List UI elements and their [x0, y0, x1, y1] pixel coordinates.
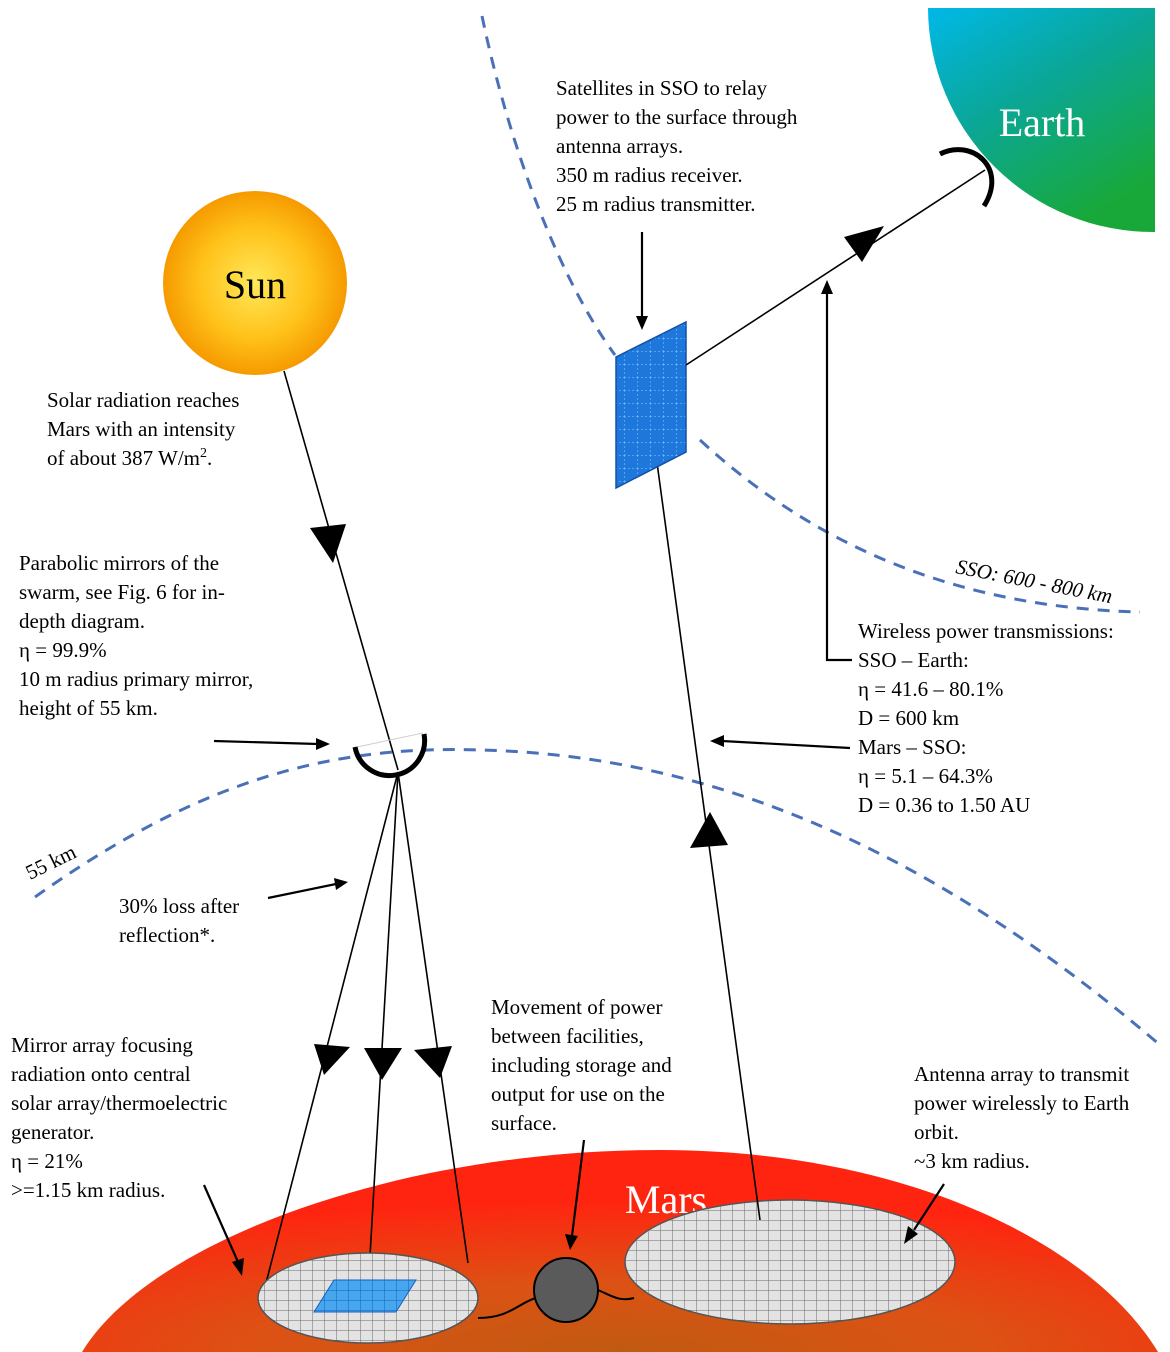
antenna-array-pointer: [913, 1183, 945, 1231]
parabolic-mirrors-annotation: Parabolic mirrors of the swarm, see Fig.…: [19, 551, 258, 720]
loss-pointer: [267, 882, 337, 900]
mirror-array-pointer: [202, 1184, 240, 1263]
loss-annotation: 30% loss after reflection*.: [119, 894, 244, 947]
earth: Earth: [928, 8, 1155, 233]
movement-pointer: [570, 1139, 586, 1237]
altitude-label: 55 km: [22, 840, 80, 885]
mars: Mars: [82, 1150, 1158, 1352]
sun-label: Sun: [224, 262, 286, 307]
altitude-55km-orbit: [34, 748, 1161, 1047]
mirror-pointer: [213, 739, 319, 746]
sso-earth-beam-arrowhead: [844, 226, 884, 262]
earth-receiver: [938, 147, 995, 208]
storage-facility: [477, 1257, 635, 1323]
wireless-annotation: Wireless power transmissions: SSO – Eart…: [858, 619, 1119, 817]
parabolic-mirror: [352, 732, 428, 779]
sun: Sun: [163, 191, 347, 375]
mirror-array: [257, 1252, 479, 1344]
satellite-panel: [615, 320, 687, 490]
sso-orbit-lower: [698, 438, 1141, 614]
sso-earth-beam: [685, 169, 986, 366]
mars-sso-beam-arrowhead: [690, 812, 728, 848]
reflected-rays: [265, 771, 469, 1284]
sso-earth-pointer: [825, 292, 852, 662]
antenna-array-annotation: Antenna array to transmit power wireless…: [914, 1062, 1134, 1173]
solar-ray: [283, 370, 399, 771]
earth-label: Earth: [999, 100, 1086, 145]
mars-sso-pointer: [721, 739, 851, 750]
solar-ray-arrowhead: [310, 524, 346, 563]
sso-orbit: [480, 15, 617, 356]
sso-label: SSO: 600 - 800 km: [954, 554, 1114, 608]
solar-radiation-annotation: Solar radiation reaches Mars with an int…: [47, 388, 245, 470]
mirror-array-annotation: Mirror array focusing radiation onto cen…: [11, 1033, 233, 1202]
satellite-annotation: Satellites in SSO to relay power to the …: [556, 76, 803, 216]
antenna-array: [624, 1199, 956, 1325]
movement-annotation: Movement of power between facilities, in…: [491, 995, 677, 1135]
